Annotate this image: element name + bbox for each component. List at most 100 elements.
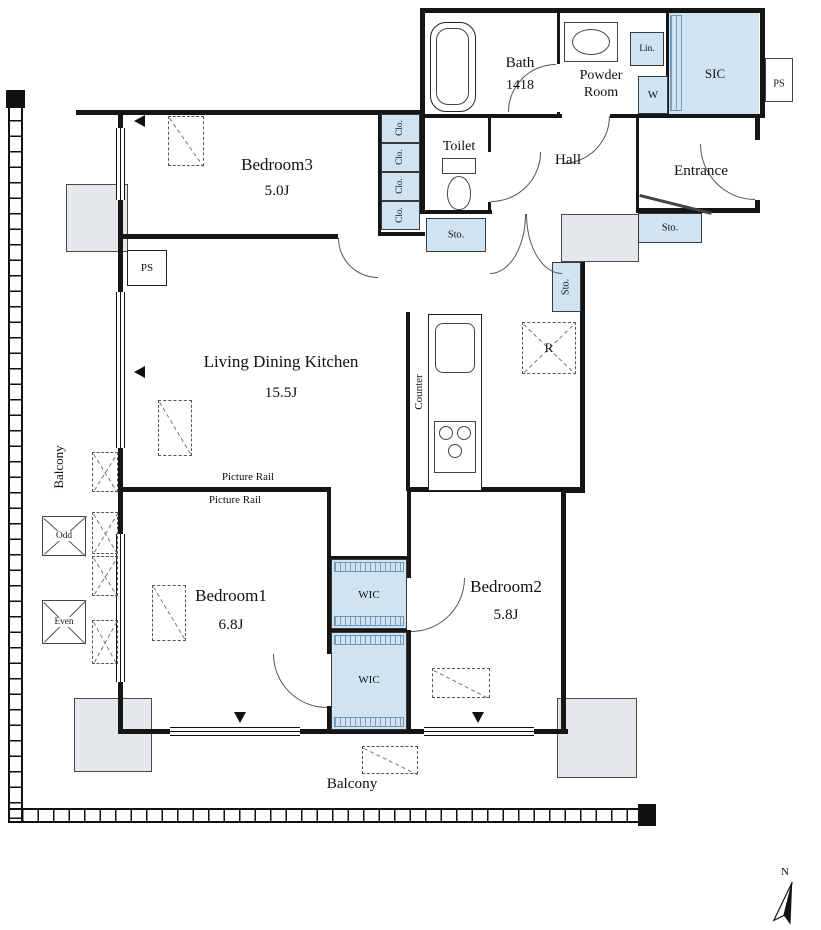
door-opening — [562, 114, 610, 118]
counter-label: Counter — [413, 374, 425, 410]
walk-in-closet-2 — [331, 632, 407, 730]
partition-board-even — [42, 600, 87, 645]
powder-room-label: Powder Room — [579, 68, 623, 100]
balcony-unit-box — [92, 451, 119, 493]
closet-cell — [381, 114, 420, 143]
closet-label: Clo. — [395, 120, 405, 136]
vanity-sink — [564, 22, 618, 62]
wall — [331, 556, 407, 559]
wall — [420, 8, 765, 13]
wall — [118, 487, 330, 492]
dashed-box — [362, 746, 418, 776]
bedroom3-label: Bedroom3 — [241, 155, 313, 174]
closet-cell — [381, 143, 420, 172]
bath-size-label: 1418 — [506, 78, 534, 93]
dashed-box — [152, 585, 187, 642]
shoe-shelf-hatch — [670, 15, 682, 111]
wall — [378, 232, 425, 236]
marker-triangle-down — [472, 712, 484, 723]
wall — [557, 12, 560, 114]
window — [170, 727, 300, 736]
closet-shelf-hatch — [334, 562, 404, 572]
bedroom1-size-label: 6.8J — [218, 616, 244, 633]
bathtub — [430, 22, 476, 112]
ps-top-label: PS — [773, 78, 785, 90]
refrigerator-label: R — [544, 340, 554, 355]
toilet-bowl — [447, 176, 471, 210]
picture-rail-label: Picture Rail — [208, 494, 262, 506]
railing-post — [6, 90, 25, 108]
diagonal-line — [152, 587, 187, 642]
wall — [424, 210, 492, 214]
wic-label: WIC — [358, 589, 380, 601]
closet-cell — [381, 172, 420, 201]
window — [116, 128, 125, 200]
kitchen-counter — [428, 314, 482, 491]
door-arc-bedroom1 — [273, 654, 327, 708]
balcony-left-label: Balcony — [51, 445, 66, 489]
structural-column — [561, 214, 639, 262]
ldk-size-label: 15.5J — [264, 384, 298, 401]
pipe-space-box — [127, 250, 167, 286]
storage-label: Sto. — [560, 278, 572, 296]
balcony-bottom-label: Balcony — [326, 775, 378, 792]
door-opening — [488, 152, 491, 202]
dashed-box — [158, 400, 193, 457]
closet-shelf-hatch — [334, 635, 404, 645]
entrance-label: Entrance — [674, 162, 728, 179]
door-opening — [557, 64, 560, 112]
closet-label: Clo. — [395, 178, 405, 194]
storage-box — [552, 262, 581, 312]
diagonal-line — [433, 670, 491, 700]
wall — [331, 629, 407, 632]
storage-label: Sto. — [661, 222, 679, 234]
door-arc-ldk-left-leaf — [490, 214, 526, 274]
closet-label: Clo. — [395, 207, 405, 223]
balcony-unit-box — [92, 555, 119, 597]
balcony-railing-bottom — [8, 808, 644, 823]
closet-cell — [381, 201, 420, 230]
railing-post — [638, 804, 656, 826]
kitchen-sink — [435, 323, 475, 373]
burner — [457, 426, 471, 440]
door-opening — [407, 578, 411, 630]
balcony-railing-left — [8, 106, 23, 822]
hall-label: Hall — [554, 151, 582, 168]
window — [116, 292, 125, 448]
wall — [407, 487, 585, 492]
door-opening — [327, 654, 331, 706]
diagonal-line — [169, 118, 204, 168]
dashed-box — [432, 668, 491, 700]
window — [116, 534, 125, 682]
odd-label: Odd — [54, 531, 74, 541]
storage-box — [638, 213, 702, 243]
diagonal-line — [94, 451, 119, 491]
picture-rail-label: Picture Rail — [221, 471, 275, 483]
door-opening — [755, 140, 760, 200]
bath-label: Bath — [505, 54, 535, 71]
closet-shelf-hatch — [334, 717, 404, 727]
balcony-unit-box — [92, 512, 119, 555]
even-label: Even — [53, 617, 75, 627]
structural-column — [557, 698, 637, 778]
door-arc-bedroom2 — [411, 578, 465, 632]
wall — [378, 112, 381, 236]
north-compass-needle — [772, 881, 793, 925]
wall — [666, 12, 669, 114]
bedroom2-label: Bedroom2 — [470, 577, 542, 596]
diagonal-line — [94, 555, 119, 595]
diagonal-line — [94, 512, 119, 553]
diagonal-line — [94, 620, 118, 663]
sink-bowl — [572, 29, 610, 55]
storage-box — [426, 218, 486, 252]
wall — [327, 487, 331, 734]
wall — [580, 262, 585, 492]
marker-triangle-left — [134, 366, 145, 378]
pipe-space-box — [765, 58, 793, 102]
sic-label: SIC — [704, 66, 726, 81]
wall — [636, 116, 639, 210]
ldk-label: Living Dining Kitchen — [203, 352, 359, 371]
toilet-label: Toilet — [442, 139, 476, 154]
linen-closet — [630, 32, 664, 66]
